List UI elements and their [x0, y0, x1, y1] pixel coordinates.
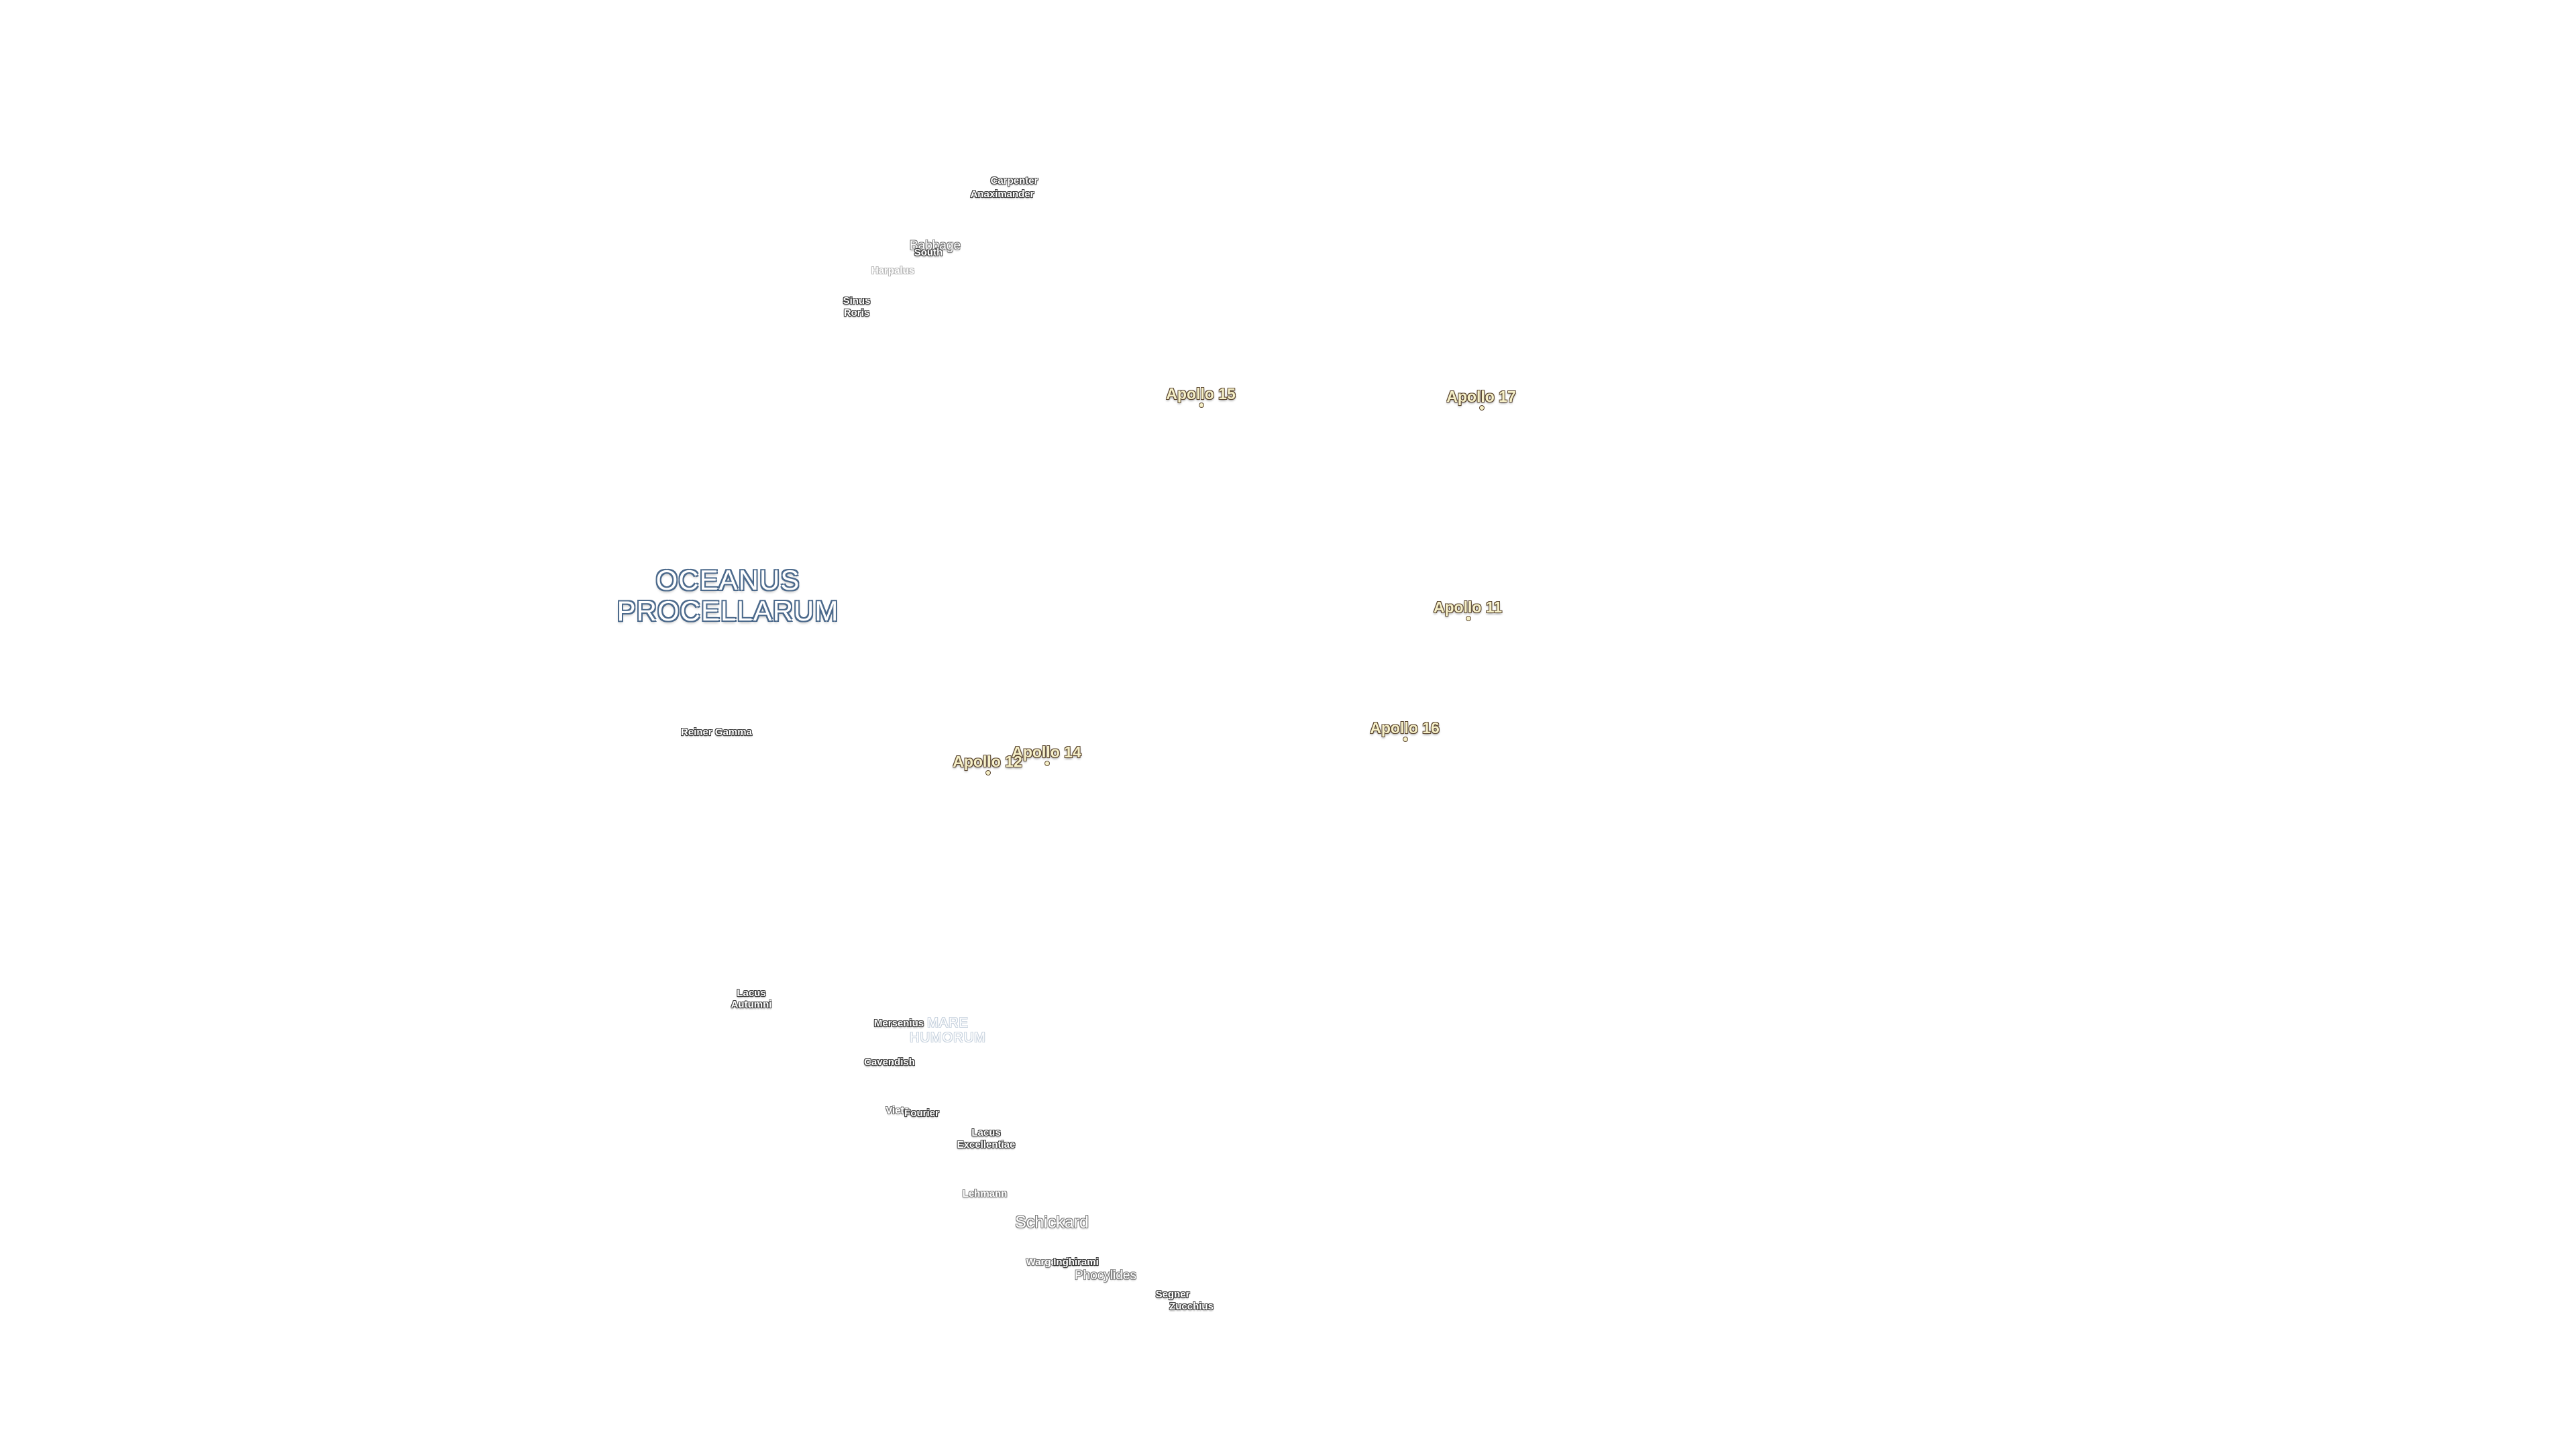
apollo-12-marker-icon[interactable] [985, 770, 991, 775]
label-harpalus[interactable]: Harpalus [871, 265, 915, 276]
label-mare-humorum[interactable]: MARE HUMORUM [910, 1016, 986, 1045]
label-fourier[interactable]: Fourier [904, 1108, 939, 1119]
label-sinus-roris[interactable]: Sinus Roris [843, 295, 871, 319]
label-anaximander[interactable]: Anaximander [970, 189, 1034, 200]
label-lehmann[interactable]: Lehmann [962, 1188, 1008, 1199]
label-carpenter[interactable]: Carpenter [990, 175, 1038, 186]
apollo-11-marker-icon[interactable] [1466, 616, 1471, 621]
apollo-17-marker-icon[interactable] [1479, 405, 1485, 411]
label-segner[interactable]: Segner [1155, 1289, 1190, 1300]
label-vieta[interactable]: Vieta [885, 1105, 910, 1116]
label-south[interactable]: South [914, 247, 943, 258]
label-babbage[interactable]: Babbage [909, 239, 961, 253]
apollo-15-marker-icon[interactable] [1199, 402, 1204, 408]
label-cavendish[interactable]: Cavendish [864, 1057, 915, 1068]
label-lacus-excellentiae[interactable]: Lacus Excellentiae [957, 1127, 1016, 1150]
label-apollo-11[interactable]: Apollo 11 [1433, 598, 1503, 616]
label-phocylides[interactable]: Phocylides [1075, 1269, 1136, 1283]
label-zucchius[interactable]: Zucchius [1169, 1301, 1214, 1312]
label-apollo-14[interactable]: Apollo 14 [1012, 743, 1081, 761]
label-schickard[interactable]: Schickard [1015, 1213, 1089, 1232]
label-apollo-15[interactable]: Apollo 15 [1166, 385, 1236, 402]
apollo-16-marker-icon[interactable] [1403, 737, 1408, 742]
label-oceanus-procellarum[interactable]: OCEANUS PROCELLARUM [616, 564, 839, 627]
label-inghirami[interactable]: Inghirami [1053, 1256, 1099, 1268]
label-apollo-17[interactable]: Apollo 17 [1446, 388, 1516, 405]
label-apollo-12[interactable]: Apollo 12 [953, 753, 1022, 770]
apollo-14-marker-icon[interactable] [1044, 761, 1050, 766]
label-wargentin[interactable]: Wargentin [1026, 1256, 1075, 1268]
label-reiner-gamma[interactable]: Reiner Gamma [681, 727, 752, 738]
label-apollo-16[interactable]: Apollo 16 [1370, 719, 1440, 737]
label-mersenius[interactable]: Mersenius [873, 1018, 924, 1029]
label-lacus-autumni[interactable]: Lacus Autumni [731, 987, 772, 1011]
